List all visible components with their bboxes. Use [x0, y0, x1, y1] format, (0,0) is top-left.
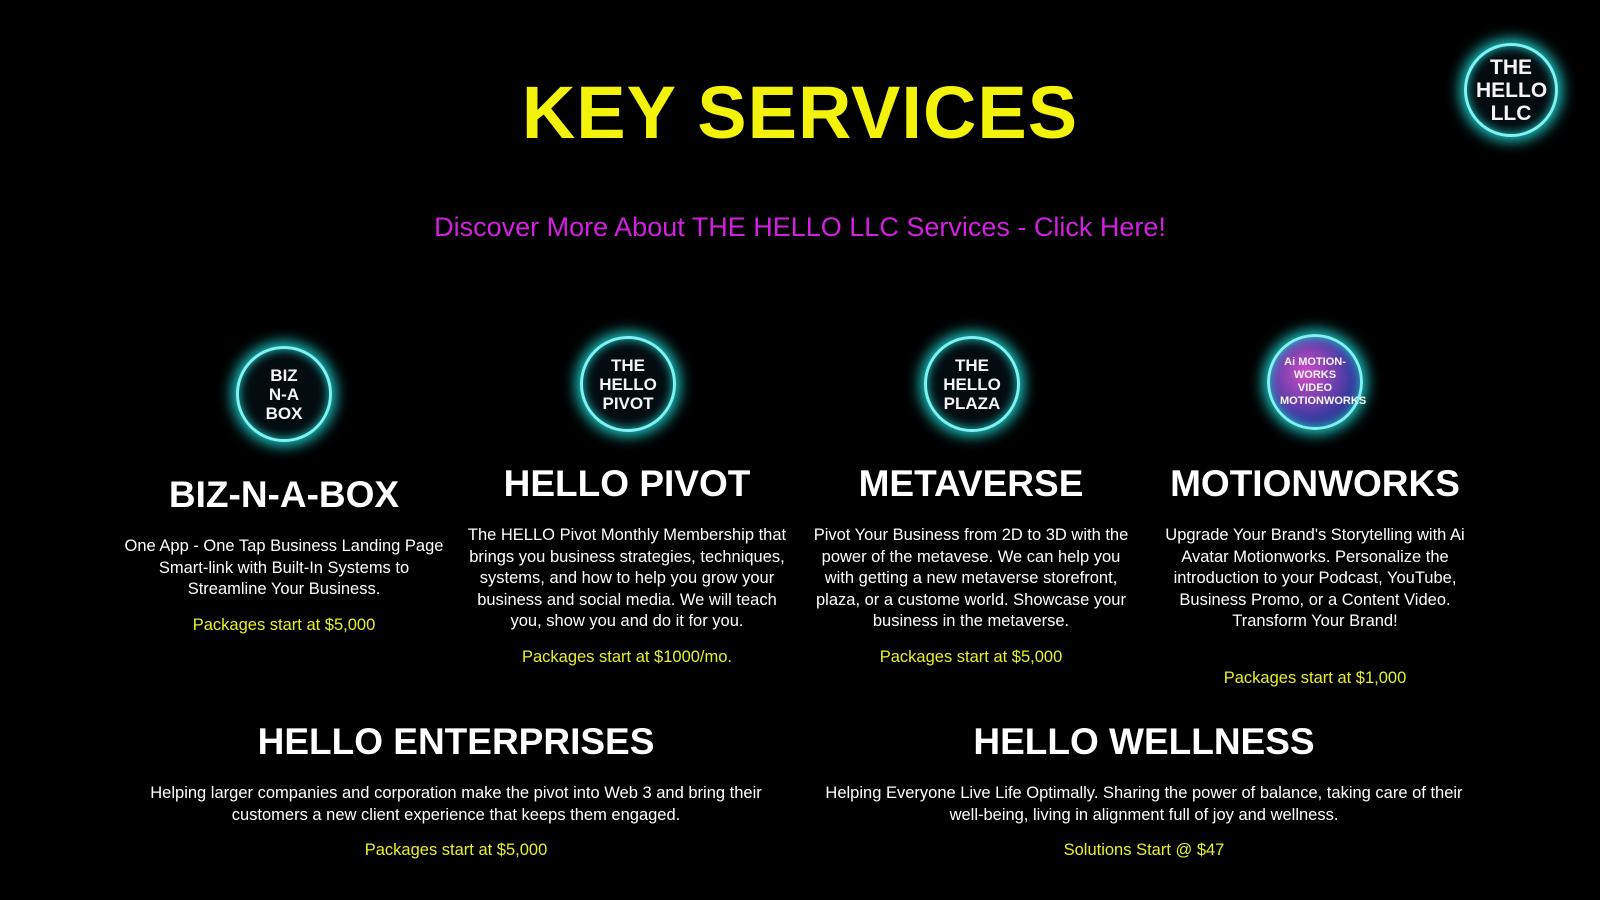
service-description: One App - One Tap Business Landing Page … [124, 537, 444, 598]
service-title: HELLO WELLNESS [973, 721, 1315, 762]
service-price: Packages start at $1000/mo. [521, 647, 733, 666]
service-hello-pivot: HELLO PIVOT The HELLO Pivot Monthly Memb… [462, 463, 792, 668]
service-description: The HELLO Pivot Monthly Membership that … [467, 526, 787, 630]
motionworks-logo: Ai MOTION-WORKS VIDEO MOTIONWORKS [1267, 334, 1366, 430]
service-description: Pivot Your Business from 2D to 3D with t… [813, 526, 1129, 630]
service-title: BIZ-N-A-BOX [168, 474, 400, 515]
biz-n-a-box-logo: BIZ N-A BOX [236, 346, 332, 442]
service-hello-enterprises: HELLO ENTERPRISES Helping larger compani… [118, 721, 794, 862]
service-title: HELLO PIVOT [503, 463, 751, 504]
service-biz-n-a-box: BIZ-N-A-BOX One App - One Tap Business L… [119, 474, 449, 636]
service-metaverse: METAVERSE Pivot Your Business from 2D to… [806, 463, 1136, 668]
service-price: Packages start at $5,000 [192, 615, 376, 634]
service-hello-wellness: HELLO WELLNESS Helping Everyone Live Lif… [808, 721, 1480, 862]
service-price: Packages start at $1,000 [1223, 668, 1407, 687]
hello-llc-logo[interactable]: THE HELLO LLC [1464, 43, 1558, 137]
service-price: Packages start at $5,000 [364, 841, 548, 859]
service-title: METAVERSE [858, 463, 1084, 504]
service-price: Packages start at $5,000 [879, 647, 1063, 666]
service-description: Upgrade Your Brand's Storytelling with A… [1165, 526, 1465, 630]
hello-pivot-logo: THE HELLO PIVOT [580, 336, 676, 432]
hello-plaza-logo: THE HELLO PLAZA [924, 336, 1020, 432]
service-description: Helping Everyone Live Life Optimally. Sh… [825, 784, 1463, 824]
discover-more-link[interactable]: Discover More About THE HELLO LLC Servic… [434, 212, 1166, 242]
page-title: KEY SERVICES [521, 71, 1079, 154]
service-price: Solutions Start @ $47 [1063, 841, 1225, 859]
service-title: HELLO ENTERPRISES [257, 721, 655, 762]
service-motionworks: MOTIONWORKS Upgrade Your Brand's Storyte… [1150, 463, 1480, 689]
service-title: MOTIONWORKS [1170, 463, 1460, 504]
service-description: Helping larger companies and corporation… [150, 784, 762, 824]
